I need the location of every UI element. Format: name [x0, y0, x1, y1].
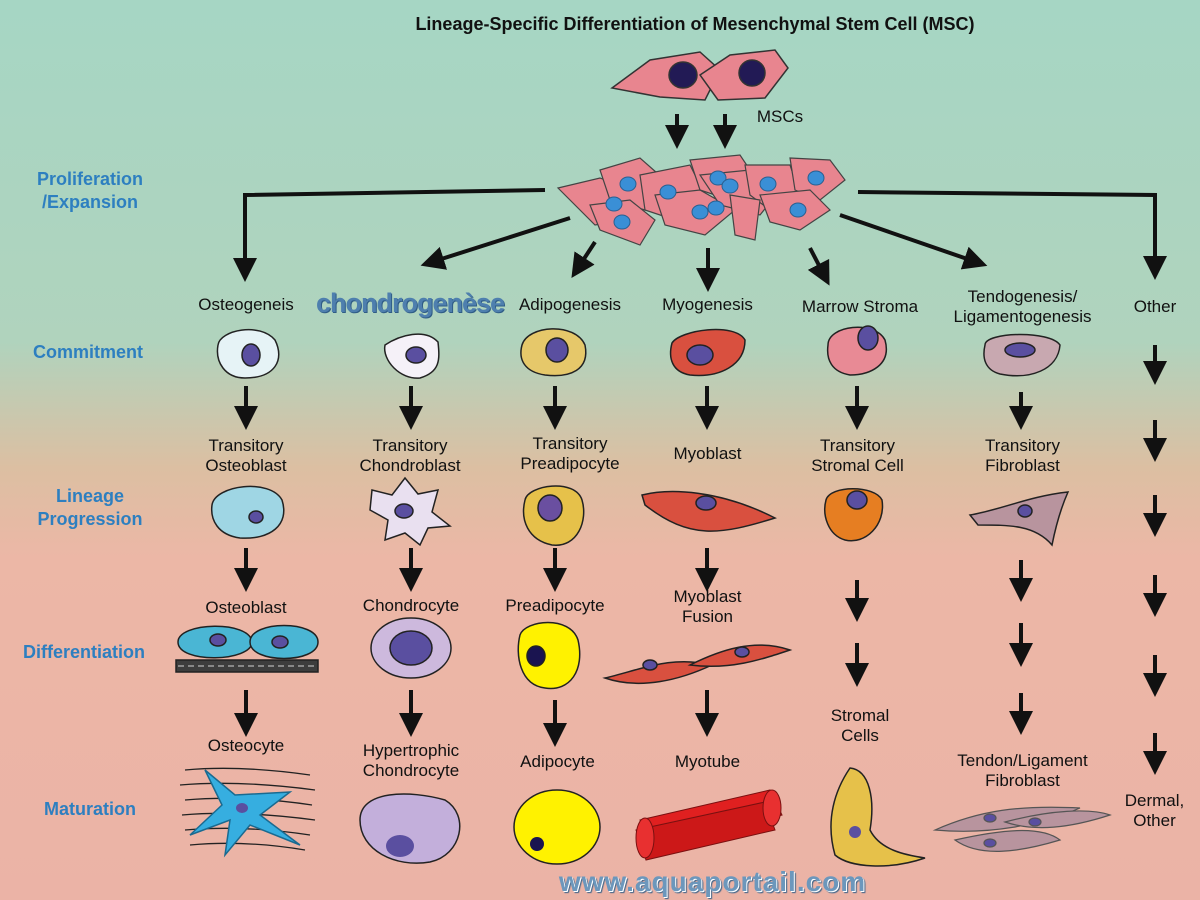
- msc-label: MSCs: [756, 107, 804, 126]
- watermark: www.aquaportail.com: [558, 866, 867, 897]
- stage-maturation: Maturation: [44, 799, 136, 819]
- transitory-osteoblast-label: Transitory Osteoblast: [205, 436, 287, 475]
- stromal-cell: [830, 767, 926, 867]
- hypertrophic-chondrocyte: [359, 793, 461, 864]
- stage-lineage-progression: Lineage Progression: [37, 486, 143, 529]
- msc-cluster-nuclei: [605, 170, 825, 230]
- branch-arrows: [233, 188, 1167, 292]
- lineage-name-stroma: Marrow Stroma: [801, 297, 919, 316]
- lineage-name-myo: Myogenesis: [662, 295, 753, 314]
- lineage-name-other: Other: [1133, 297, 1177, 316]
- msc-cluster: [556, 154, 846, 246]
- chondrocyte-label: Chondrocyte: [362, 596, 460, 615]
- stage-differentiation: Differentiation: [22, 642, 145, 662]
- myoblast-fusion-label: Myoblast Fusion: [673, 587, 742, 626]
- lineage-name-adipo: Adipogenesis: [518, 295, 622, 314]
- osteocyte-label: Osteocyte: [207, 736, 285, 755]
- differentiated-cells: [175, 617, 793, 690]
- adipocyte-label: Adipocyte: [520, 752, 595, 771]
- lineage-name-osteo: Osteogeneis: [198, 295, 294, 314]
- transitory-cells: [210, 476, 1070, 547]
- myotube: [635, 789, 783, 861]
- lineage-name-tendo: Tendogenesis/ Ligamentogenesis: [953, 287, 1092, 326]
- transitory-chondroblast-label: Transitory Chondroblast: [359, 436, 461, 475]
- msc-pair: [610, 49, 789, 101]
- osteocyte-cell: [189, 769, 301, 858]
- arrows-row2: [234, 345, 1167, 462]
- msc-arrows: [665, 114, 737, 149]
- dermal-other-label: Dermal, Other: [1124, 791, 1185, 830]
- tendon-ligament-fibroblast-label: Tendon/Ligament Fibroblast: [957, 751, 1088, 790]
- preadipocyte-label: Preadipocyte: [505, 596, 605, 615]
- transitory-fibroblast-label: Transitory Fibroblast: [985, 436, 1060, 475]
- myoblast-label: Myoblast: [673, 444, 742, 463]
- stage-commitment: Commitment: [32, 342, 143, 362]
- transitory-stromal-label: Transitory Stromal Cell: [811, 436, 904, 475]
- diagram-title: Lineage-Specific Differentiation of Mese…: [415, 14, 975, 34]
- transitory-preadipocyte-label: Transitory Preadipocyte: [520, 434, 620, 473]
- lineage-name-chondro: chondrogenèse: [315, 288, 505, 318]
- myotube-label: Myotube: [674, 752, 741, 771]
- stage-proliferation: Proliferation /Expansion: [36, 169, 143, 212]
- stromal-cells-label: Stromal Cells: [830, 706, 890, 745]
- hypertrophic-chondrocyte-label: Hypertrophic Chondrocyte: [362, 741, 460, 780]
- osteoblast-label: Osteoblast: [205, 598, 287, 617]
- arrows-row3: [234, 495, 1167, 622]
- tendon-fibroblasts: [932, 806, 1112, 852]
- commitment-cells: [216, 325, 1061, 379]
- arrows-row4: [234, 623, 1167, 775]
- adipocyte: [513, 789, 601, 865]
